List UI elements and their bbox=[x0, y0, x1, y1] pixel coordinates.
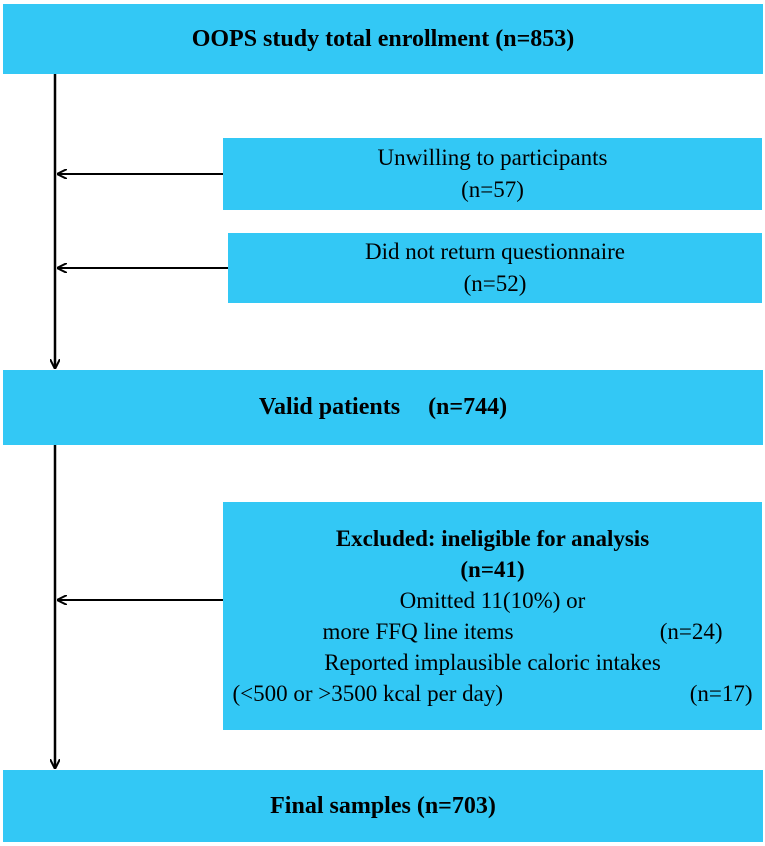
box-no-return: Did not return questionnaire (n=52) bbox=[228, 233, 762, 303]
noreturn-count: (n=52) bbox=[463, 271, 527, 296]
unwilling-count: (n=57) bbox=[461, 177, 524, 202]
excluded-count: (n=41) bbox=[460, 557, 525, 582]
noreturn-label: Did not return questionnaire bbox=[365, 239, 625, 264]
box-valid-patients: Valid patients (n=744) bbox=[3, 370, 763, 445]
valid-label: Valid patients bbox=[258, 394, 401, 420]
unwilling-label: Unwilling to participants bbox=[377, 145, 608, 170]
excluded-title: Excluded: ineligible for analysis bbox=[335, 526, 650, 551]
reported-count: (n=17) bbox=[689, 681, 753, 706]
box-final-samples: Final samples (n=703) bbox=[3, 770, 763, 842]
valid-count: (n=744) bbox=[428, 394, 508, 420]
box-unwilling: Unwilling to participants (n=57) bbox=[223, 138, 762, 210]
omitted-count: (n=24) bbox=[659, 619, 723, 644]
reported-line1: Reported implausible caloric intakes bbox=[324, 650, 661, 675]
total-count: (n=853) bbox=[495, 25, 575, 52]
final-label: Final samples (n=703) bbox=[270, 792, 496, 819]
reported-line2: (<500 or >3500 kcal per day) bbox=[232, 681, 504, 706]
omitted-line2: more FFQ line items bbox=[322, 619, 514, 644]
omitted-line1: Omitted 11(10%) or bbox=[399, 588, 586, 613]
box-excluded: Excluded: ineligible for analysis (n=41)… bbox=[223, 502, 762, 730]
box-total-enrollment: OOPS study total enrollment (n=853) bbox=[3, 4, 763, 74]
total-label: OOPS study total enrollment bbox=[191, 25, 490, 52]
